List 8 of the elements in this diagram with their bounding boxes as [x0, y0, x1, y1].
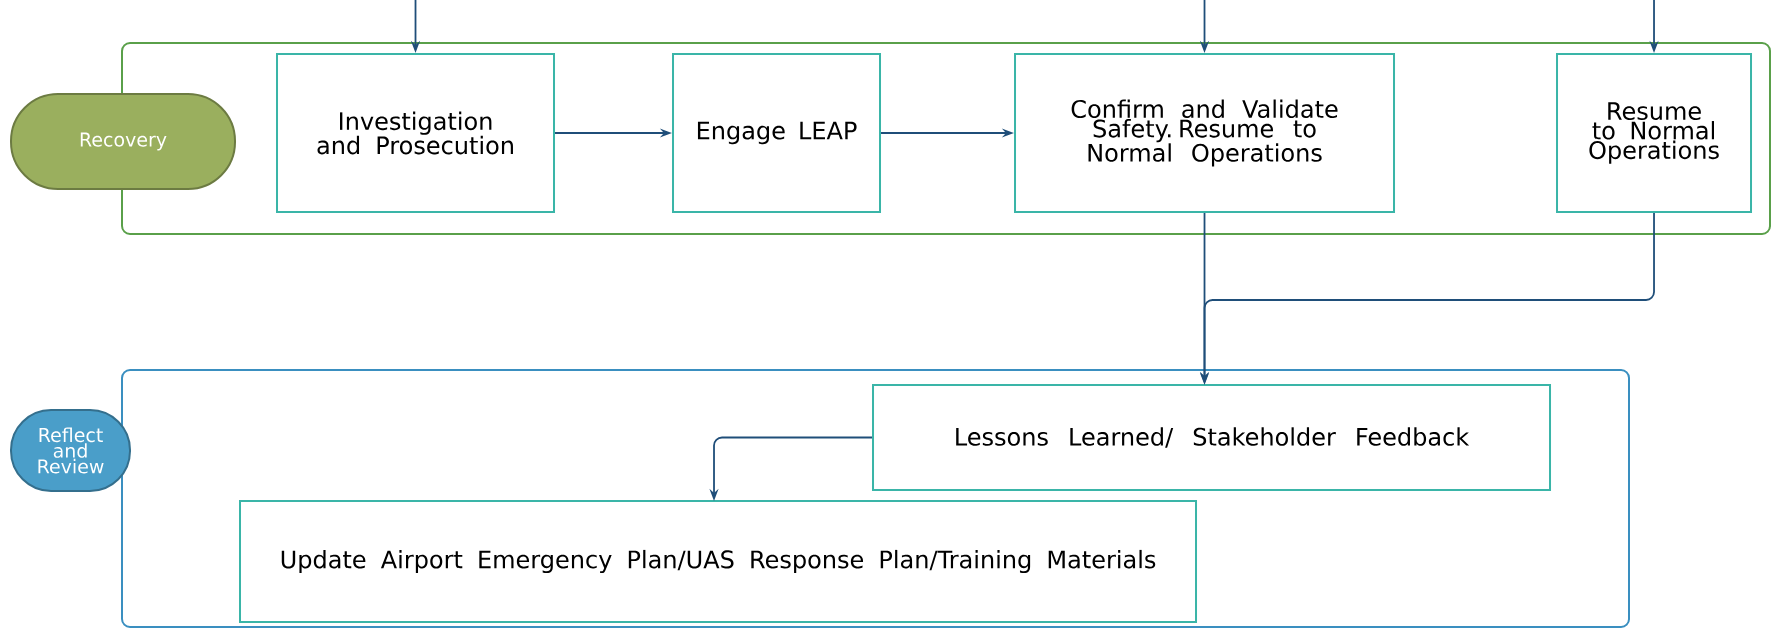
process-box: Investigation and Prosecution: [276, 53, 555, 213]
process-box: Update Airport Emergency Plan/UAS Response Plan/Training Materials: [239, 500, 1197, 623]
process-box: Engage LEAP: [672, 53, 881, 213]
phase-pill: Reflect and Review: [10, 409, 131, 492]
process-box: Confirm and Validate Safety. Resume to Normal Operations: [1014, 53, 1395, 213]
process-box: Resume to Normal Operations: [1556, 53, 1752, 213]
process-box: Lessons Learned/ Stakeholder Feedback: [872, 384, 1551, 491]
phase-pill: Recovery: [10, 93, 236, 190]
